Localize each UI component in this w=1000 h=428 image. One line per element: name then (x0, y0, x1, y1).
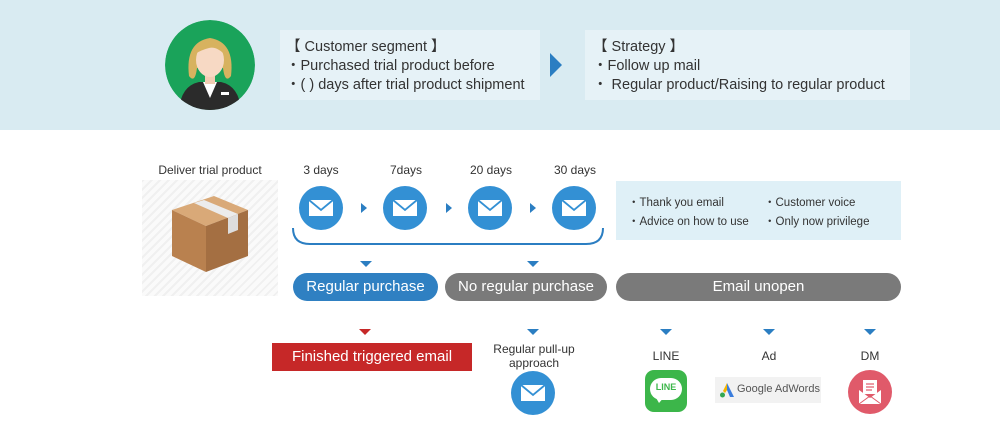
day-label-2: 7days (389, 163, 423, 177)
mail-icon (299, 186, 343, 230)
google-adwords-logo: Google AdWords (715, 377, 821, 403)
arrow-icon (446, 203, 452, 213)
email-unopen-pill: Email unopen (616, 273, 901, 301)
arrow-down-icon (864, 329, 876, 335)
package-box-icon (172, 196, 248, 272)
day-label-4: 30 days (553, 163, 597, 177)
segment-line-1: ・Purchased trial product before (286, 58, 495, 74)
mail-icon (468, 186, 512, 230)
regular-purchase-pill: Regular purchase (293, 273, 438, 301)
strategy-line-2: ・ Regular product/Raising to regular pro… (593, 77, 885, 93)
arrow-icon (530, 203, 536, 213)
email-type-2: ・Customer voice (764, 197, 856, 209)
customer-segment-box: 【 Customer segment 】 ・Purchased trial pr… (280, 30, 540, 100)
arrow-down-icon (527, 329, 539, 335)
arrow-icon (361, 203, 367, 213)
strategy-title: 【 Strategy 】 (593, 39, 685, 55)
email-type-4: ・Only now privilege (764, 216, 870, 228)
mail-icon (383, 186, 427, 230)
line-logo-icon: LINE (645, 370, 687, 412)
segment-title: 【 Customer segment 】 (286, 39, 446, 55)
no-regular-purchase-pill: No regular purchase (445, 273, 607, 301)
package-panel (142, 180, 278, 296)
email-type-3: ・Advice on how to use (628, 216, 749, 228)
arrow-down-icon (527, 261, 539, 267)
dm-icon (848, 370, 892, 414)
deliver-label: Deliver trial product (158, 163, 262, 177)
pullup-label: Regular pull-up approach (493, 342, 575, 370)
mail-icon (552, 186, 596, 230)
channel-ad-label: Ad (761, 349, 777, 363)
email-types-box: ・Thank you email ・Customer voice ・Advice… (616, 181, 901, 240)
day-label-3: 20 days (469, 163, 513, 177)
strategy-box: 【 Strategy 】 ・Follow up mail ・ Regular p… (585, 30, 910, 100)
channel-dm-label: DM (860, 349, 880, 363)
adwords-icon (720, 383, 734, 398)
day-label-1: 3 days (303, 163, 339, 177)
arrow-right-icon (550, 53, 562, 77)
customer-avatar-icon (165, 20, 255, 110)
mail-icon (511, 371, 555, 415)
bracket-line (292, 227, 604, 245)
line-logo-text: LINE (655, 382, 677, 392)
adwords-text: Google AdWords (737, 383, 820, 395)
finished-triggered-email-bar: Finished triggered email (272, 343, 472, 371)
segment-line-2: ・( ) days after trial product shipment (286, 77, 525, 93)
strategy-line-1: ・Follow up mail (593, 58, 701, 74)
arrow-down-icon (360, 261, 372, 267)
email-type-1: ・Thank you email (628, 197, 724, 209)
arrow-down-icon (660, 329, 672, 335)
channel-line-label: LINE (652, 349, 680, 363)
arrow-down-icon (763, 329, 775, 335)
arrow-down-icon (359, 329, 371, 335)
